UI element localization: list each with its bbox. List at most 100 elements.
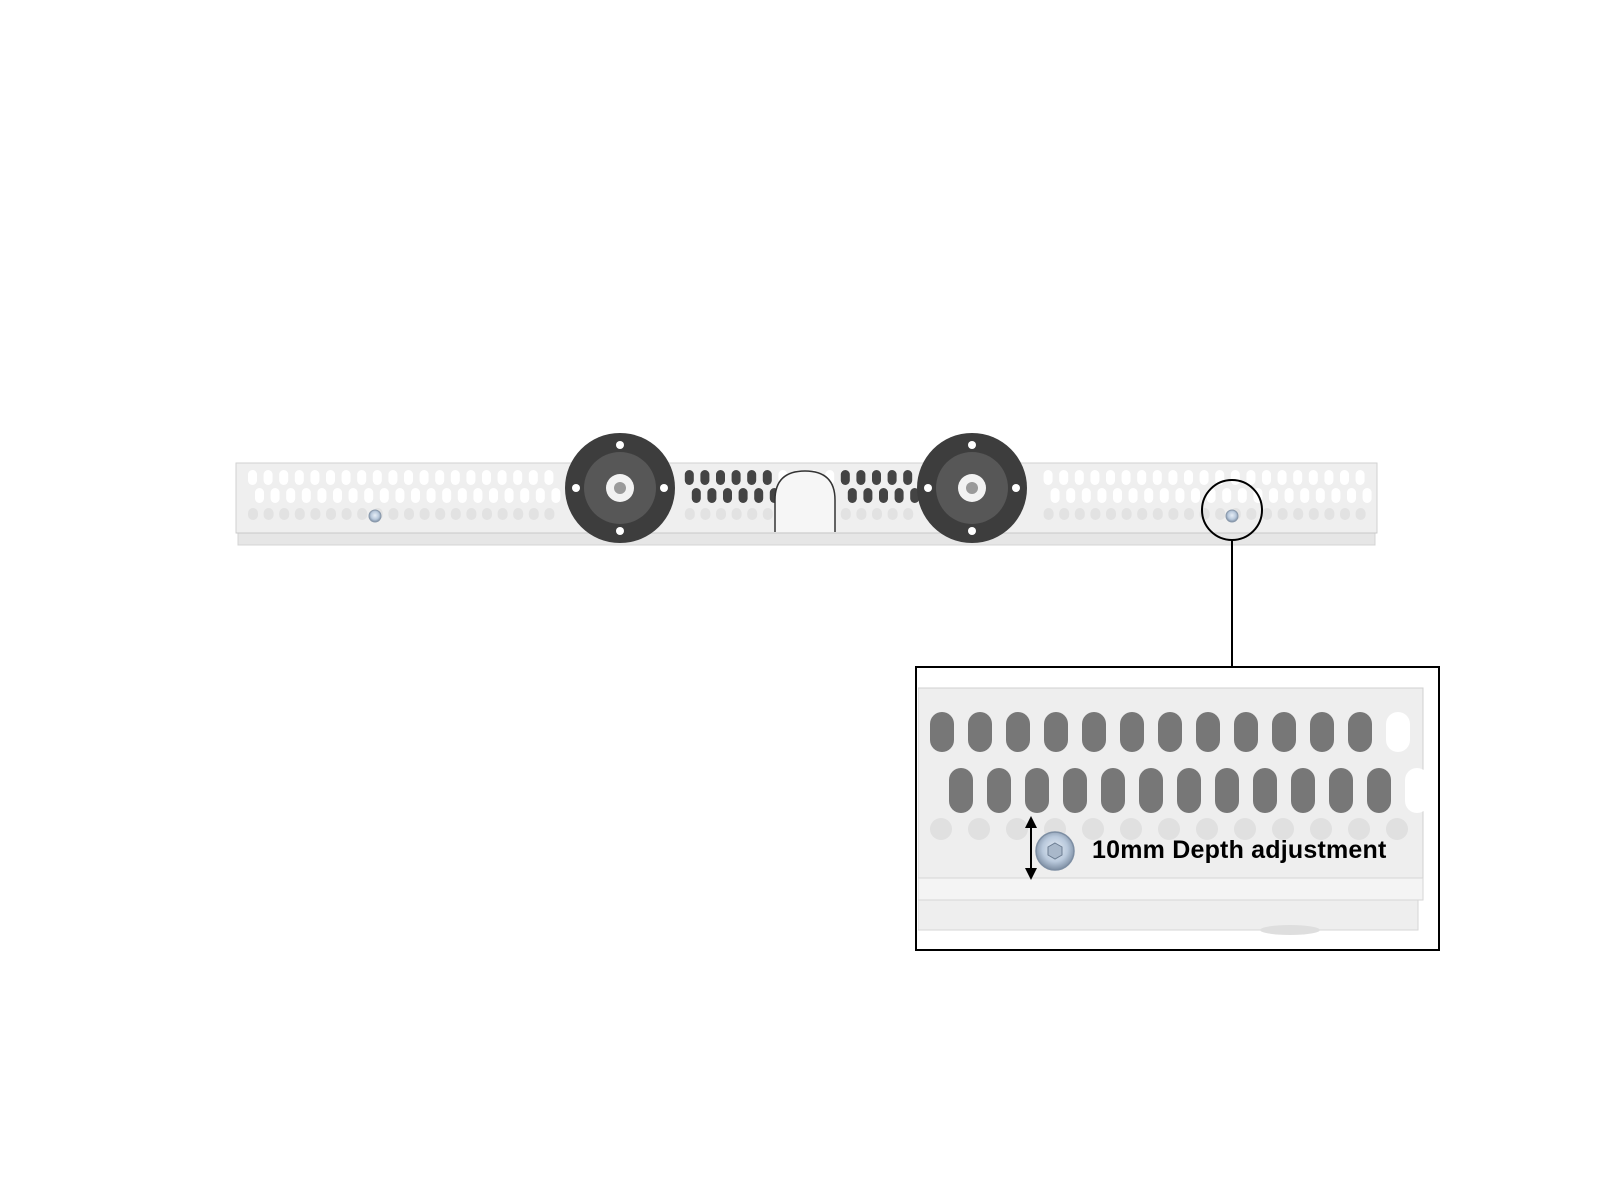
slot-hole (872, 470, 881, 485)
slot-hole (1043, 470, 1053, 485)
slot-hole (255, 488, 264, 503)
slot-hole (1168, 508, 1179, 520)
slot-hole (949, 768, 973, 813)
slot-hole (930, 818, 952, 840)
cable-cutout (774, 470, 836, 532)
slot-hole (248, 508, 258, 520)
slot-hole (426, 488, 436, 503)
slot-hole (1128, 488, 1138, 503)
slot-hole (1152, 508, 1163, 520)
slot-hole (1044, 712, 1068, 752)
slot-hole (903, 470, 913, 485)
slot-hole (1272, 712, 1296, 752)
slot-hole (466, 508, 477, 520)
slot-hole (317, 488, 327, 503)
slot-hole (847, 488, 857, 503)
slot-hole (700, 470, 710, 485)
slot-hole (1405, 768, 1429, 813)
slot-hole (716, 470, 725, 485)
slot-hole (684, 470, 694, 485)
slot-hole (887, 470, 897, 485)
slot-hole (1082, 712, 1106, 752)
slot-hole (747, 470, 757, 485)
slot-hole (707, 488, 717, 503)
slot-hole (872, 508, 882, 520)
slot-hole (513, 470, 523, 485)
slot-hole (1215, 768, 1239, 813)
slot-hole (301, 488, 311, 503)
slot-hole (419, 470, 429, 485)
slot-hole (286, 488, 296, 503)
slot-hole (1139, 768, 1163, 813)
slot-hole (1081, 488, 1091, 503)
slot-hole (1074, 470, 1084, 485)
adjustment-bolt-right (1225, 509, 1239, 523)
slot-hole (1347, 488, 1356, 503)
mounting-disc-right (917, 433, 1027, 543)
slot-hole (341, 470, 351, 485)
slot-hole (1308, 508, 1319, 520)
slot-hole (1184, 470, 1193, 485)
slot-hole (395, 488, 405, 503)
slot-hole (1262, 470, 1271, 485)
slot-hole (1196, 818, 1218, 840)
wall-rail (235, 462, 1378, 546)
slot-hole (1355, 508, 1366, 520)
slot-hole (1120, 818, 1142, 840)
slot-hole (1159, 488, 1169, 503)
slot-hole (1050, 488, 1060, 503)
slot-hole (1348, 712, 1372, 752)
slot-hole (263, 470, 273, 485)
slot-hole (1199, 470, 1209, 485)
slot-hole (856, 508, 867, 520)
slot-hole (294, 470, 304, 485)
zoom-frame (915, 666, 1440, 951)
slot-hole (1168, 470, 1178, 485)
slot-hole (1291, 768, 1315, 813)
adjustment-bolt-left (368, 509, 382, 523)
slot-hole (968, 818, 990, 840)
slot-hole (1137, 508, 1148, 520)
slot-hole (388, 508, 399, 520)
slot-hole (372, 470, 382, 485)
slot-hole (1340, 470, 1349, 485)
slot-hole (1331, 488, 1341, 503)
slot-hole (1222, 488, 1232, 503)
slot-hole (1230, 470, 1240, 485)
slot-hole (754, 488, 764, 503)
slot-hole (310, 470, 320, 485)
slot-hole (450, 508, 461, 520)
slot-hole (1215, 508, 1226, 520)
zoom-slot-pattern (930, 712, 1429, 840)
slot-hole (1074, 508, 1085, 520)
slot-hole (863, 488, 873, 503)
adjustment-bolt-zoom (1035, 831, 1075, 871)
slot-hole (326, 508, 336, 520)
slot-hole (1234, 818, 1256, 840)
slot-hole (1152, 470, 1162, 485)
slot-hole (1063, 768, 1087, 813)
slot-hole (466, 470, 476, 485)
slot-hole (544, 470, 554, 485)
slot-hole (551, 488, 561, 503)
slot-hole (1184, 508, 1194, 520)
slot-hole (473, 488, 483, 503)
slot-hole (326, 470, 335, 485)
slot-hole (1355, 470, 1365, 485)
slot-hole (270, 488, 280, 503)
slot-hole (1006, 712, 1030, 752)
slot-hole (1097, 488, 1107, 503)
slot-hole (1246, 470, 1256, 485)
slot-hole (1277, 470, 1287, 485)
slot-hole (279, 470, 289, 485)
slot-hole (544, 508, 555, 520)
slot-hole (341, 508, 352, 520)
slot-hole (1293, 470, 1303, 485)
slot-hole (388, 470, 398, 485)
slot-hole (716, 508, 726, 520)
slot-hole (1043, 508, 1054, 520)
slot-hole (1113, 488, 1122, 503)
slot-hole (294, 508, 305, 520)
slot-hole (263, 508, 274, 520)
